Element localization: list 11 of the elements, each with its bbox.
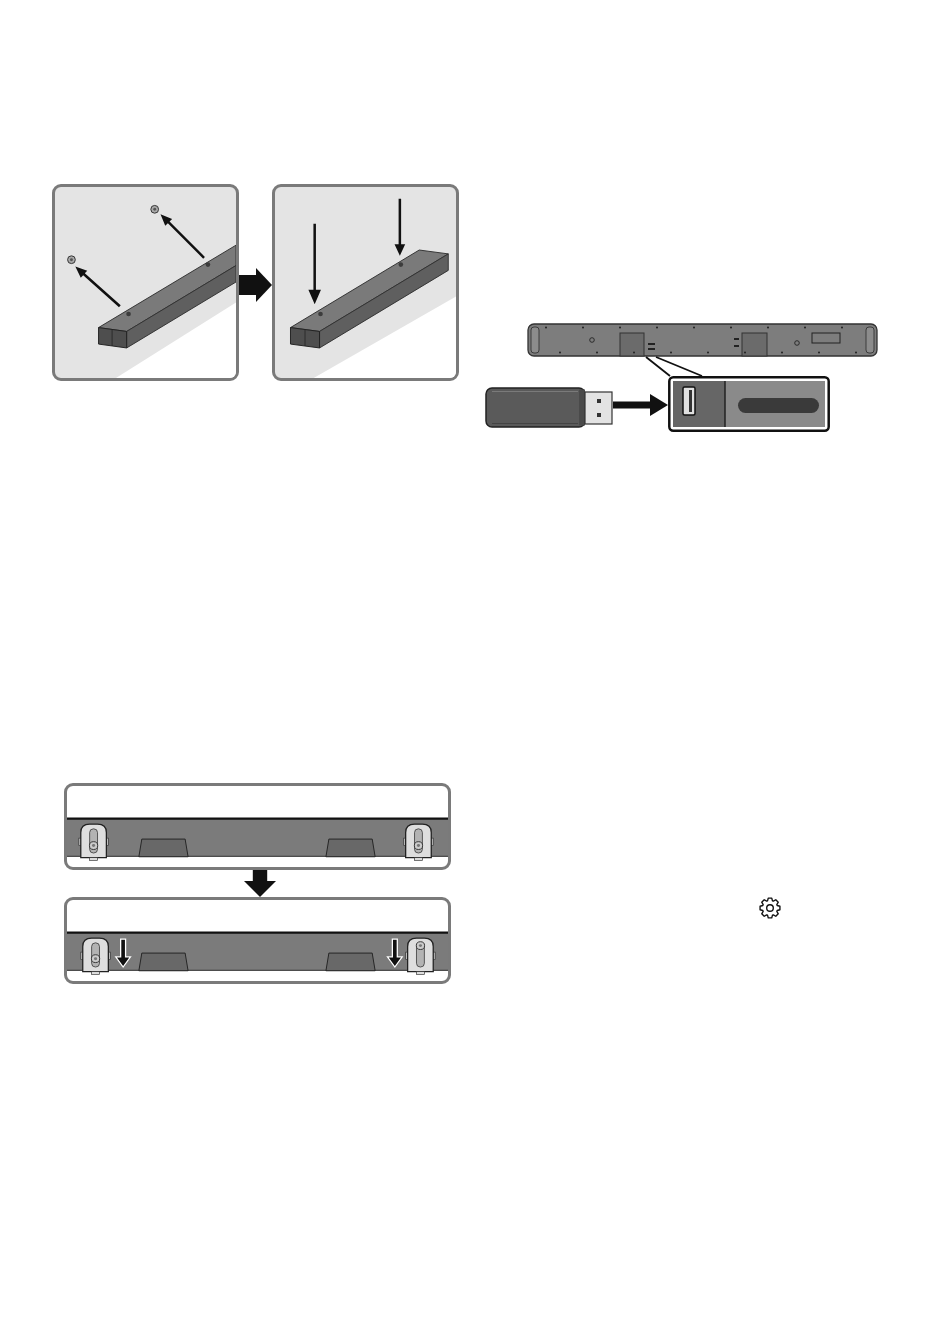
illustration-panel [52, 184, 239, 381]
illustration-panel [64, 897, 451, 984]
arrow [244, 870, 276, 897]
usb-stick-drawing [485, 387, 613, 428]
zoom-callout [645, 356, 703, 377]
illustration-panel [64, 783, 451, 870]
arrow [613, 394, 668, 416]
usb-port-closeup-drawing [668, 376, 830, 432]
illustration-panel [272, 184, 459, 381]
arrow [239, 268, 272, 302]
soundbar-rear-drawing [527, 323, 878, 357]
